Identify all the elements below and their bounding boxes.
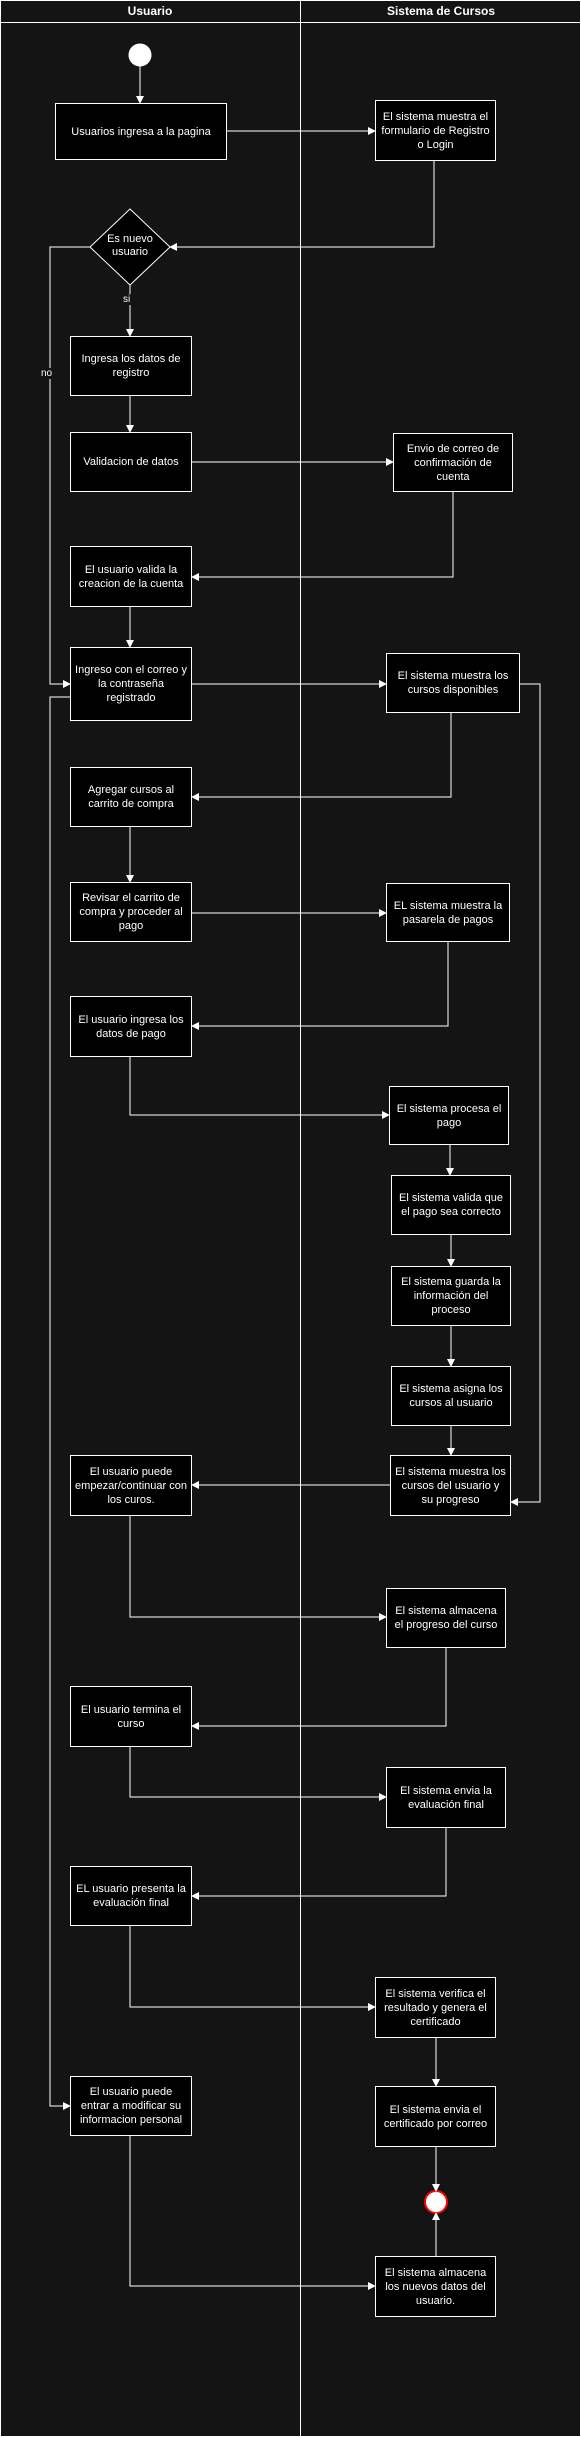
step-user-validates-account: El usuario valida la creacion de la cuen…: [70, 546, 192, 607]
step-modify-personal-info: El usuario puede entrar a modificar su i…: [70, 2076, 192, 2136]
step-review-cart: Revisar el carrito de compra y proceder …: [70, 882, 192, 942]
step-user-enters-page: Usuarios ingresa a la pagina: [55, 103, 227, 160]
edge-courses-to-user-courses: [510, 683, 541, 1506]
step-save-process-info: El sistema guarda la información del pro…: [391, 1266, 511, 1326]
diagram-shapes: [89, 43, 448, 2214]
step-show-register-form: El sistema muestra el formulario de Regi…: [375, 100, 496, 161]
step-validate-data: Validacion de datos: [70, 432, 192, 492]
edge-form-to-decision: [169, 161, 435, 251]
edge-start-to-store-progress: [129, 1516, 387, 1621]
end-node: [424, 2190, 448, 2214]
step-start-continue-courses: El usuario puede empezar/continuar con l…: [70, 1455, 192, 1516]
step-finish-course: El usuario termina el curso: [70, 1686, 192, 1747]
edge-finish-to-send-eval: [129, 1747, 387, 1801]
edge-email-to-user-validates: [191, 492, 454, 581]
edge-courses-to-cart: [191, 713, 452, 801]
step-send-certificate-email: El sistema envia el certificado por corr…: [375, 2086, 496, 2147]
edge-modify-to-store-data: [129, 2136, 376, 2290]
step-submit-final-evaluation: EL usuario presenta la evaluación final: [70, 1866, 192, 1926]
lane-title-user: Usuario: [127, 4, 173, 18]
edge-payment-data-to-process: [129, 1057, 390, 1119]
step-show-payment-gateway: EL sistema muestra la pasarela de pagos: [386, 883, 510, 942]
step-send-confirmation-email: Envio de correo de confirmación de cuent…: [393, 433, 513, 492]
decision-new-user-text: Es nuevo usuario: [107, 233, 153, 258]
start-node: [128, 43, 152, 67]
edge-label-no: no: [40, 368, 54, 379]
step-validate-payment: El sistema valida que el pago sea correc…: [391, 1175, 511, 1235]
step-login: Ingreso con el correo y la contraseña re…: [70, 647, 192, 721]
step-assign-courses: El sistema asigna los cursos al usuario: [391, 1366, 511, 1426]
edge-label-yes: si: [122, 294, 132, 305]
edge-login-to-modify-info: [49, 696, 71, 2110]
step-enter-register-data: Ingresa los datos de registro: [70, 336, 192, 396]
step-store-progress: El sistema almacena el progreso del curs…: [386, 1588, 506, 1648]
step-add-to-cart: Agregar cursos al carrito de compra: [70, 767, 192, 827]
step-enter-payment-data: El usuario ingresa los datos de pago: [70, 996, 192, 1057]
step-send-final-evaluation: El sistema envia la evaluación final: [386, 1767, 506, 1828]
step-store-new-user-data: El sistema almacena los nuevos datos del…: [375, 2256, 496, 2317]
edge-gateway-to-payment-data: [191, 942, 449, 1030]
edge-decision-no: [49, 246, 90, 688]
step-verify-result-certificate: El sistema verifica el resultado y gener…: [375, 1977, 496, 2038]
lane-title-system: Sistema de Cursos: [386, 4, 496, 18]
edge-submit-to-verify: [129, 1926, 376, 2011]
step-process-payment: El sistema procesa el pago: [389, 1086, 509, 1145]
step-show-user-courses: El sistema muestra los cursos del usuari…: [390, 1455, 511, 1516]
diagram-edges: [49, 66, 541, 2290]
edge-store-progress-to-finish: [191, 1648, 447, 1730]
edge-send-eval-to-submit: [191, 1828, 447, 1900]
step-show-available-courses: El sistema muestra los cursos disponible…: [386, 653, 520, 713]
